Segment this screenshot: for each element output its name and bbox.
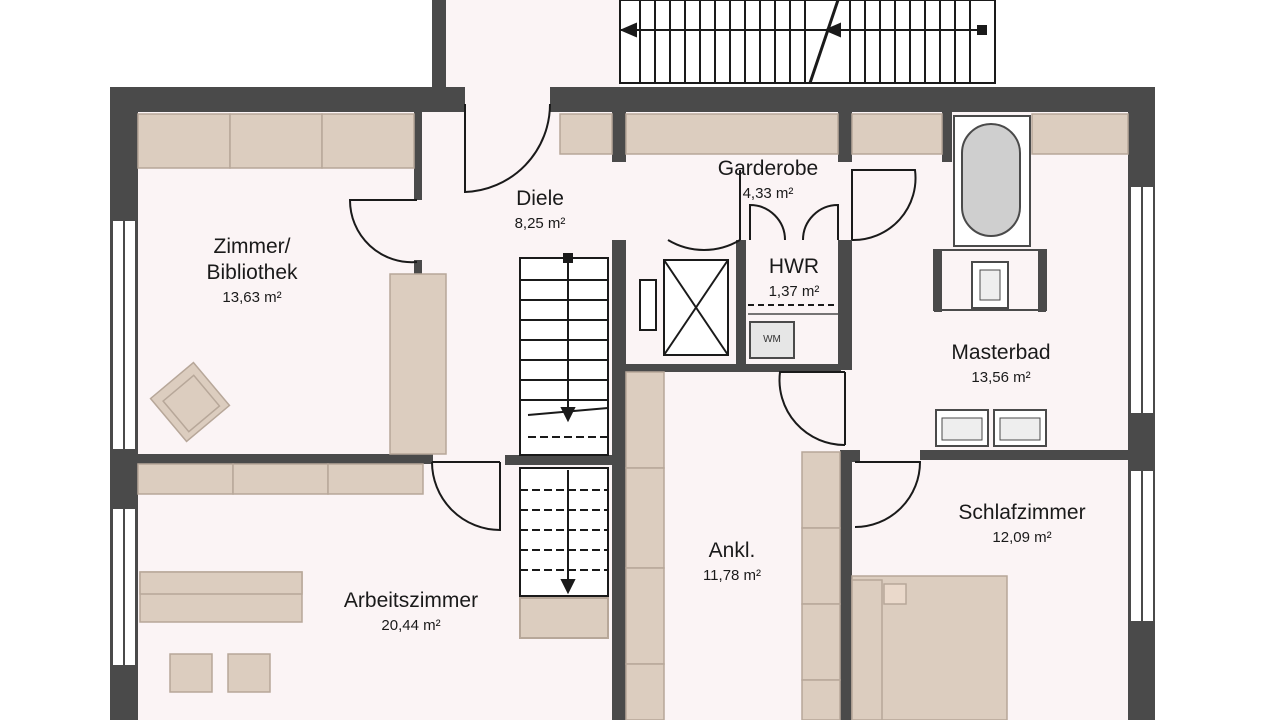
room-name: Zimmer/ bbox=[213, 235, 291, 258]
room-name: Diele bbox=[516, 187, 564, 210]
door-hwr-right bbox=[802, 203, 839, 241]
door-masterbad-lower bbox=[778, 371, 846, 447]
wall-bath-top-mid bbox=[838, 112, 852, 162]
wall-hwr-mid bbox=[736, 240, 746, 364]
chair-arbeit-1 bbox=[169, 653, 213, 693]
room-area: 4,33 m² bbox=[742, 185, 794, 202]
desk-arbeit-top bbox=[139, 571, 303, 595]
cabinet-top-1 bbox=[559, 113, 613, 155]
room-label-ankleide: Ankl. 11,78 m² bbox=[703, 538, 761, 586]
wall-top-right bbox=[550, 87, 1155, 112]
shelf-library-2 bbox=[229, 113, 323, 169]
bed-side bbox=[851, 579, 883, 720]
cabinet-top-3 bbox=[851, 113, 943, 155]
wall-ankl-right bbox=[840, 450, 852, 720]
wardrobe-ankl-left-3 bbox=[625, 567, 665, 665]
wall-bath-top-right bbox=[942, 112, 952, 162]
wardrobe-ankl-right-4 bbox=[801, 679, 841, 720]
wall-bath-top-left bbox=[612, 112, 626, 162]
shelf-arbeit-3 bbox=[327, 463, 424, 495]
washing-machine bbox=[749, 321, 795, 359]
wall-corridor bbox=[852, 450, 860, 462]
entry-opening bbox=[465, 96, 550, 104]
room-name: Arbeitszimmer bbox=[343, 589, 479, 612]
bed-pillow bbox=[883, 583, 907, 605]
room-area: 1,37 m² bbox=[768, 283, 820, 300]
inner-stairs bbox=[519, 253, 609, 639]
cabinet-top-2 bbox=[625, 113, 839, 155]
desk-library bbox=[389, 273, 447, 455]
room-label-bibliothek: Zimmer/ Bibliothek 13,63 m² bbox=[206, 234, 297, 308]
room-label-masterbad: Masterbad 13,56 m² bbox=[951, 340, 1050, 388]
shelf-arbeit-2 bbox=[232, 463, 329, 495]
door-hwr-left bbox=[749, 203, 786, 241]
wardrobe-ankl-right-2 bbox=[801, 527, 841, 605]
room-area: 13,63 m² bbox=[222, 289, 282, 306]
room-label-hwr: HWR 1,37 m² bbox=[769, 254, 820, 302]
room-area: 12,09 m² bbox=[992, 529, 1052, 546]
room-area: 8,25 m² bbox=[514, 215, 566, 232]
wall-hwr-left bbox=[612, 240, 626, 720]
bath-fixtures bbox=[749, 115, 1047, 447]
wall-library-right-2 bbox=[414, 260, 422, 274]
wardrobe-ankl-left-4 bbox=[625, 663, 665, 720]
room-area: 20,44 m² bbox=[381, 617, 441, 634]
room-name: Bibliothek bbox=[206, 261, 298, 284]
wardrobe-ankl-left-1 bbox=[625, 371, 665, 469]
room-label-diele: Diele 8,25 m² bbox=[515, 186, 566, 234]
door-arbeit bbox=[431, 461, 501, 532]
chair-arbeit-2 bbox=[227, 653, 271, 693]
wall-bath-bottom bbox=[920, 450, 1130, 460]
wall-library-right bbox=[414, 112, 422, 200]
wardrobe-ankl-right-3 bbox=[801, 603, 841, 681]
shelf-library-1 bbox=[137, 113, 231, 169]
room-area: 13,56 m² bbox=[971, 369, 1031, 386]
wall-hwr-right bbox=[838, 240, 852, 370]
washing-machine-label: WM bbox=[763, 334, 781, 345]
wall-stair-left-top bbox=[432, 0, 446, 95]
wardrobe-ankl-right-1 bbox=[801, 451, 841, 529]
armchair bbox=[149, 361, 231, 443]
outside-stairs bbox=[619, 0, 996, 84]
door-entry bbox=[464, 103, 551, 194]
wall-hwr-bottom bbox=[626, 364, 841, 372]
room-name: Garderobe bbox=[717, 157, 819, 180]
windows bbox=[111, 96, 1155, 667]
room-label-garderobe: Garderobe 4,33 m² bbox=[718, 156, 818, 204]
wall-library-arbeit bbox=[118, 454, 433, 464]
room-label-schlafzimmer: Schlafzimmer 12,09 m² bbox=[958, 500, 1085, 548]
door-masterbad bbox=[851, 169, 917, 242]
cabinet-top-4 bbox=[1031, 113, 1129, 155]
wardrobe-ankl-left-2 bbox=[625, 467, 665, 569]
shelf-arbeit-1 bbox=[137, 463, 234, 495]
door-garderobe-left bbox=[667, 170, 741, 251]
wall-top-left bbox=[110, 87, 465, 112]
stair-treads-top bbox=[639, 0, 971, 83]
room-name: Schlafzimmer bbox=[958, 501, 1086, 524]
wall-stair-divider bbox=[505, 455, 615, 465]
shelf-library-3 bbox=[321, 113, 415, 169]
room-label-arbeitszimmer: Arbeitszimmer 20,44 m² bbox=[344, 588, 478, 636]
door-library bbox=[348, 199, 418, 264]
room-name: Masterbad bbox=[951, 341, 1051, 364]
furniture bbox=[137, 113, 1129, 720]
doors bbox=[348, 103, 922, 532]
shaft bbox=[639, 259, 838, 356]
room-name: HWR bbox=[768, 255, 820, 278]
room-name: Ankl. bbox=[708, 539, 756, 562]
door-schlaf bbox=[854, 461, 922, 528]
room-area: 11,78 m² bbox=[702, 567, 762, 584]
